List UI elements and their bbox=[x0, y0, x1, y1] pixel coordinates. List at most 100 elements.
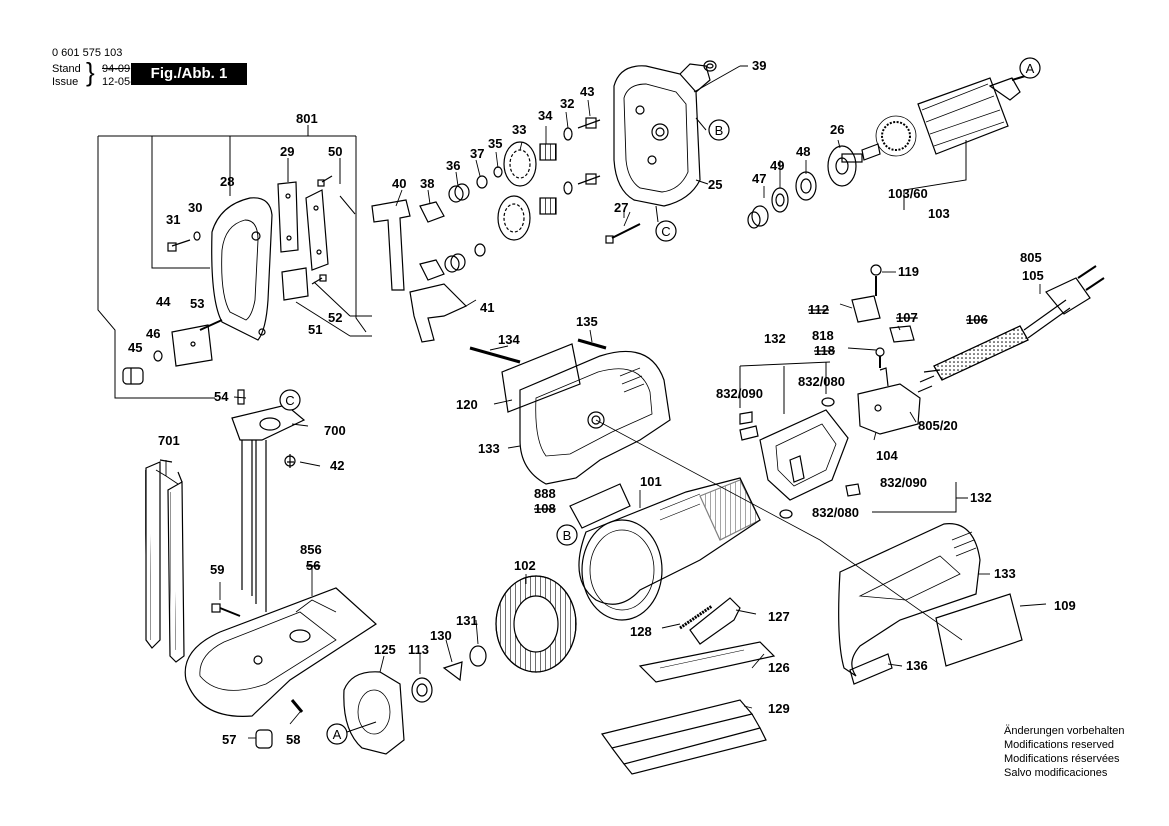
callout-25: 25 bbox=[708, 177, 722, 192]
callout-45: 45 bbox=[128, 340, 142, 355]
issue-label: Issue bbox=[52, 76, 79, 88]
ring-35 bbox=[493, 166, 503, 178]
bushing-37 bbox=[474, 175, 488, 257]
screw-59 bbox=[211, 603, 241, 617]
callout-103-60: 103/60 bbox=[888, 186, 928, 201]
callout-31: 31 bbox=[166, 212, 180, 227]
callout-26: 26 bbox=[830, 122, 844, 137]
callout-103: 103 bbox=[928, 206, 950, 221]
callout-888: 888 bbox=[534, 486, 556, 501]
switch-rod-127 bbox=[689, 597, 741, 645]
callout-58: 58 bbox=[286, 732, 300, 747]
callout-46: 46 bbox=[146, 326, 160, 341]
switch-112 bbox=[851, 295, 881, 323]
gear-housing-25 bbox=[613, 63, 711, 207]
pinion-34 bbox=[539, 143, 557, 215]
screw-134 bbox=[469, 346, 521, 364]
callout-lines-gearbox bbox=[655, 65, 748, 223]
brace-symbol: } bbox=[86, 57, 95, 87]
callout-41: 41 bbox=[480, 300, 494, 315]
callout-133-right: 133 bbox=[994, 566, 1016, 581]
plate-44 bbox=[171, 324, 213, 367]
callout-112: 112 bbox=[808, 302, 829, 317]
svg-text:B: B bbox=[715, 123, 724, 138]
ring-131 bbox=[469, 645, 487, 667]
shaft-43 bbox=[577, 117, 601, 185]
marker-c-top: C bbox=[655, 220, 677, 242]
callout-50: 50 bbox=[328, 144, 342, 159]
end-cap-125 bbox=[343, 671, 405, 755]
callout-832-090: 832/090 bbox=[716, 386, 763, 401]
base-plate-856 bbox=[184, 587, 377, 717]
marker-b-mid: B bbox=[556, 524, 578, 546]
callout-56: 56 bbox=[306, 558, 320, 573]
callout-bracket-132 bbox=[739, 361, 968, 513]
screw-42 bbox=[284, 454, 296, 468]
screw-135 bbox=[577, 338, 607, 350]
callout-130: 130 bbox=[430, 628, 452, 643]
bearing-49 bbox=[771, 187, 789, 213]
washer-30 bbox=[193, 231, 201, 241]
callout-54: 54 bbox=[214, 389, 229, 404]
callout-33: 33 bbox=[512, 122, 526, 137]
callout-136: 136 bbox=[906, 658, 928, 673]
callout-51: 51 bbox=[308, 322, 322, 337]
callout-113: 113 bbox=[408, 642, 429, 657]
callout-36: 36 bbox=[446, 158, 460, 173]
callout-818: 818 bbox=[812, 328, 834, 343]
housing-half-133-left bbox=[519, 350, 671, 485]
guide-129 bbox=[600, 699, 767, 775]
lever-40 bbox=[371, 199, 411, 291]
foot-57 bbox=[255, 729, 273, 749]
stator-102 bbox=[495, 575, 577, 673]
washer-46 bbox=[153, 350, 163, 362]
washer-39 bbox=[703, 60, 717, 72]
callout-133-left: 133 bbox=[478, 441, 500, 456]
callout-128: 128 bbox=[630, 624, 652, 639]
bracket-29 bbox=[277, 181, 299, 253]
marker-a-top: A bbox=[1019, 57, 1041, 79]
figure-label: Fig./Abb. 1 bbox=[131, 63, 247, 85]
callout-701: 701 bbox=[158, 433, 180, 448]
bracket-50 bbox=[305, 189, 329, 271]
callout-106: 106 bbox=[966, 312, 988, 327]
callout-134: 134 bbox=[498, 332, 520, 347]
callout-108: 108 bbox=[534, 501, 556, 516]
callout-832-080-b: 832/080 bbox=[812, 505, 859, 520]
callout-120: 120 bbox=[456, 397, 478, 412]
callout-700: 700 bbox=[324, 423, 346, 438]
blade-clamp-700 bbox=[231, 389, 306, 612]
notice-line-fr: Modifications réservées bbox=[1004, 753, 1120, 765]
callout-39: 39 bbox=[752, 58, 766, 73]
spring-128 bbox=[679, 604, 713, 630]
screw-27 bbox=[605, 223, 641, 244]
callout-30: 30 bbox=[188, 200, 202, 215]
marker-a-bottom: A bbox=[326, 721, 377, 745]
callout-43: 43 bbox=[580, 84, 594, 99]
callout-118: 118 bbox=[814, 343, 835, 358]
callout-102: 102 bbox=[514, 558, 536, 573]
screw-50-small bbox=[311, 175, 333, 285]
fan-26 bbox=[827, 145, 857, 187]
screw-119 bbox=[870, 264, 882, 296]
slide-41 bbox=[409, 283, 468, 343]
callout-832-090-b: 832/090 bbox=[880, 475, 927, 490]
callout-52: 52 bbox=[328, 310, 342, 325]
callout-35: 35 bbox=[488, 136, 502, 151]
callout-105: 105 bbox=[1022, 268, 1044, 283]
callout-801: 801 bbox=[296, 111, 318, 126]
gear-33-lower bbox=[497, 195, 531, 241]
svg-text:C: C bbox=[661, 224, 670, 239]
callout-132-top: 132 bbox=[764, 331, 786, 346]
callout-832-080: 832/080 bbox=[798, 374, 845, 389]
svg-text:B: B bbox=[563, 528, 572, 543]
clip-38 bbox=[419, 201, 445, 281]
ring-130 bbox=[442, 661, 463, 682]
svg-text:C: C bbox=[285, 393, 294, 408]
callout-29: 29 bbox=[280, 144, 294, 159]
modifications-notice: Änderungen vorbehalten Modifications res… bbox=[1004, 724, 1124, 780]
callout-126: 126 bbox=[768, 660, 790, 675]
power-cord-106 bbox=[917, 299, 1071, 393]
